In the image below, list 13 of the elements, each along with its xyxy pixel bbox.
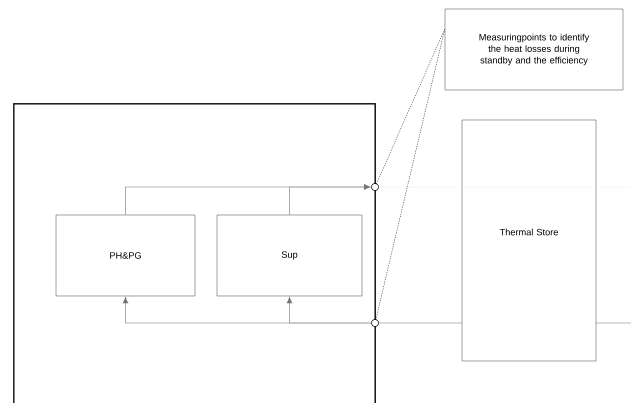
process-box: Sup xyxy=(216,214,362,296)
arrow xyxy=(286,297,372,324)
connector-line xyxy=(378,322,462,324)
leader-line xyxy=(376,28,445,184)
process-box: PH&PG xyxy=(56,214,196,296)
callout-box: Measuringpoints to identify the heat losses during standby and the efficiency xyxy=(444,8,624,90)
arrow xyxy=(289,184,370,216)
connector-line xyxy=(596,322,631,324)
measuring-point xyxy=(371,319,379,327)
measuring-point xyxy=(371,183,379,191)
enclosure-box xyxy=(13,103,376,403)
storage-box: Thermal Store xyxy=(462,120,596,362)
leader-line xyxy=(376,28,445,320)
